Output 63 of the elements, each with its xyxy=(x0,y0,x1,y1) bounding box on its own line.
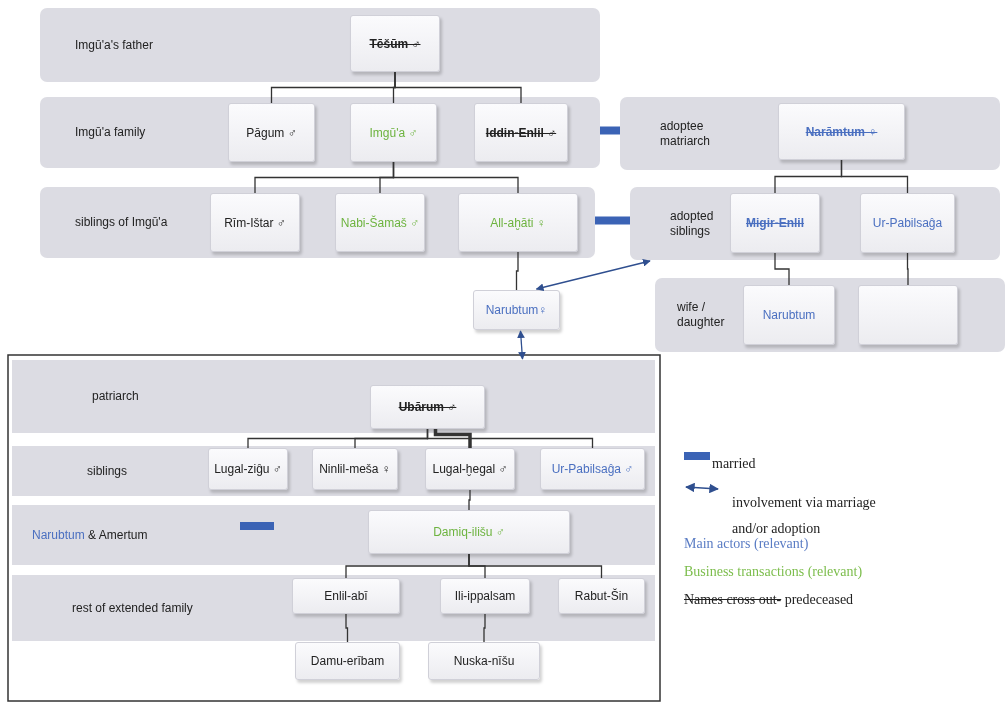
person-box: All-aḫāti ♀ xyxy=(458,193,578,252)
row-band xyxy=(12,360,655,433)
person-box: Lugal-ḫegal ♂ xyxy=(425,448,515,490)
connector-line xyxy=(426,428,594,449)
connector-line xyxy=(906,252,909,286)
person-box: Tēšūm ♂ xyxy=(350,15,440,72)
double-arrow xyxy=(535,258,651,292)
person-box: Narubtum xyxy=(743,285,835,345)
row-label: Imgū'a's father xyxy=(75,37,154,53)
person-box: Enlil-abī xyxy=(292,578,400,614)
row-band xyxy=(12,575,655,641)
person-box: Ninlil-meša ♀ xyxy=(312,448,398,490)
person-box: Migir-Enlil xyxy=(730,193,820,253)
empty-box xyxy=(858,285,958,345)
row-band xyxy=(12,505,655,565)
row-label: rest of extended family xyxy=(72,600,194,616)
legend-text: Names cross out- predeceased xyxy=(684,592,854,608)
connector-line xyxy=(483,613,486,643)
person-box: Narāmtum ♀ xyxy=(778,103,905,160)
connector-line xyxy=(345,613,349,643)
connector-line xyxy=(468,553,603,579)
connector-line xyxy=(394,71,522,104)
row-band xyxy=(40,97,600,168)
person-box: Nabi-Šamaš ♂ xyxy=(335,193,425,252)
person-box: Ubārum ♂ xyxy=(370,385,485,429)
person-box: Iddin-Enlil ♂ xyxy=(474,103,568,162)
connector-line xyxy=(774,252,790,286)
connector-line xyxy=(392,161,519,194)
person-box: Damiq-ilišu ♂ xyxy=(368,510,570,554)
legend-text: involvement via marriage and/or adoption xyxy=(732,494,877,538)
legend-text: married xyxy=(712,456,756,472)
person-box: Rīm-Ištar ♂ xyxy=(210,193,300,252)
marriage-bar xyxy=(595,216,630,225)
person-box: Ur-Pabilsaĝa ♂ xyxy=(540,448,645,490)
row-label: Imgū'a family xyxy=(75,125,147,140)
row-band xyxy=(12,446,655,496)
connector-line xyxy=(433,429,472,448)
connector-line xyxy=(840,159,909,194)
row-label: wife / daughter xyxy=(677,300,726,330)
person-box: Ur-Pabilsaĝa xyxy=(860,193,955,253)
double-arrow xyxy=(517,330,526,360)
row-band xyxy=(40,187,595,258)
row-band xyxy=(40,8,600,82)
person-box: Pāgum ♂ xyxy=(228,103,315,162)
row-label: siblings xyxy=(87,463,129,479)
row-label: patriarch xyxy=(92,389,140,404)
connector-line xyxy=(468,489,471,511)
marriage-bar xyxy=(600,126,620,135)
row-label: adoptee matriarch xyxy=(660,118,711,149)
person-box: Ili-ippalsam xyxy=(440,578,530,614)
row-band xyxy=(620,97,1000,170)
person-box: Lugal-ziĝu ♂ xyxy=(208,448,288,490)
legend-text: Business transactions (relevant) xyxy=(684,564,863,580)
connector-line xyxy=(515,251,519,291)
person-box: Imgū'a ♂ xyxy=(350,103,437,162)
person-box: Narubtum♀ xyxy=(473,290,560,330)
legend-text: Main actors (relevant) xyxy=(684,536,809,552)
row-band xyxy=(630,187,1000,260)
row-label: Narubtum & Amertum xyxy=(32,527,149,543)
person-box: Damu-erībam xyxy=(295,642,400,680)
person-box: Rabut-Šin xyxy=(558,578,645,614)
row-band xyxy=(655,278,1005,352)
person-box: Nuska-nīšu xyxy=(428,642,540,680)
